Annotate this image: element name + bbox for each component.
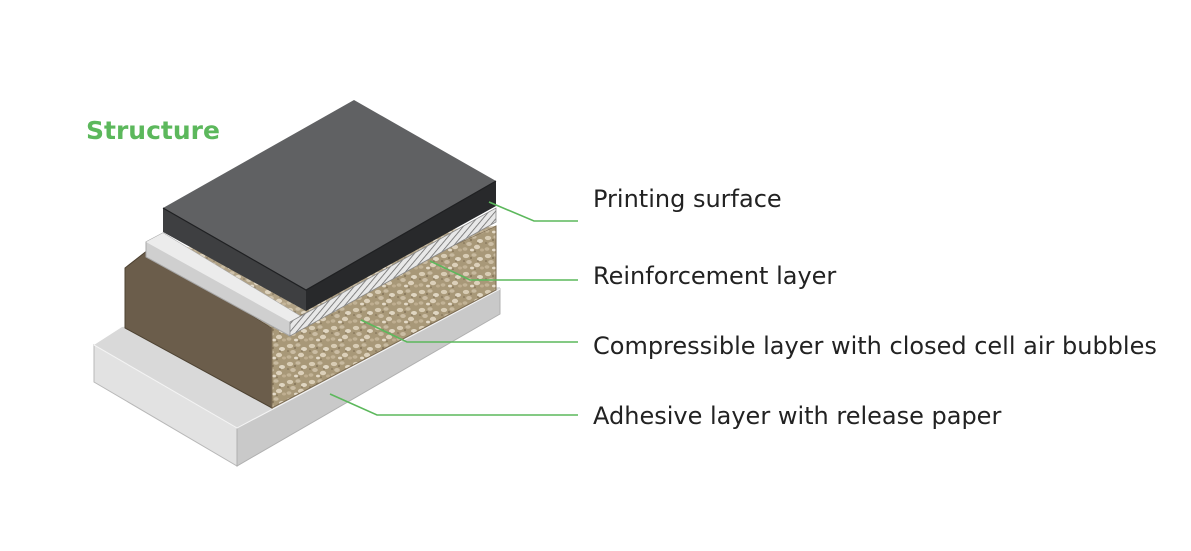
label-adhesive-layer: Adhesive layer with release paper [593,402,1001,430]
printing-surface-shape [162,100,497,311]
label-compressible-layer: Compressible layer with closed cell air … [593,332,1157,360]
leader-line-compressible-layer [360,319,578,343]
label-reinforcement-layer: Reinforcement layer [593,262,836,290]
diagram-title: Structure [86,116,220,145]
reinforcement-layer-shape [145,207,497,337]
leader-line-printing-surface [488,201,578,222]
label-printing-surface: Printing surface [593,185,782,213]
leader-line-reinforcement-layer [429,260,578,281]
leader-line-adhesive-layer [329,393,578,416]
